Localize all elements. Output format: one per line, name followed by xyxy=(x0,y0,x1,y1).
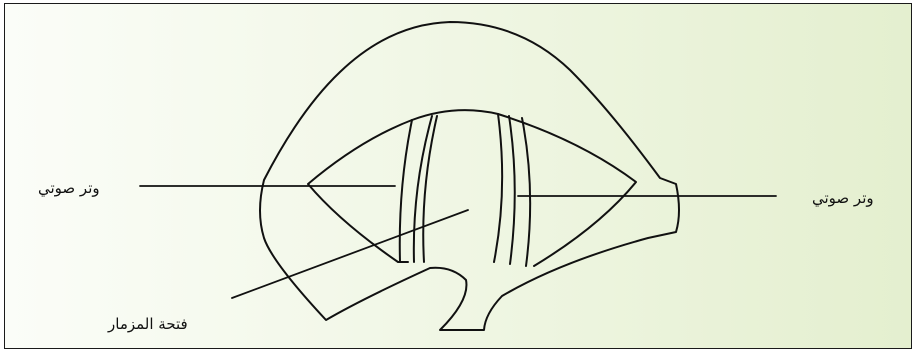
larynx-outline xyxy=(260,22,679,330)
right-vocal-cord-band xyxy=(509,116,515,264)
right-vocal-cord-band xyxy=(522,118,530,266)
left-vocal-cord-band xyxy=(400,120,412,262)
right-vocal-fold-region xyxy=(498,114,636,266)
right-vocal-cord-band xyxy=(494,114,502,262)
inner-arch xyxy=(412,110,498,120)
glottis-pointer xyxy=(232,210,468,298)
vocal-cord-right-label: وتر صوتي xyxy=(812,191,874,206)
left-vocal-fold-region xyxy=(308,120,412,262)
glottis-label: فتحة المزمار xyxy=(108,317,188,332)
left-vocal-cord-band xyxy=(423,116,437,262)
vocal-cord-left-label: وتر صوتي xyxy=(38,181,100,196)
